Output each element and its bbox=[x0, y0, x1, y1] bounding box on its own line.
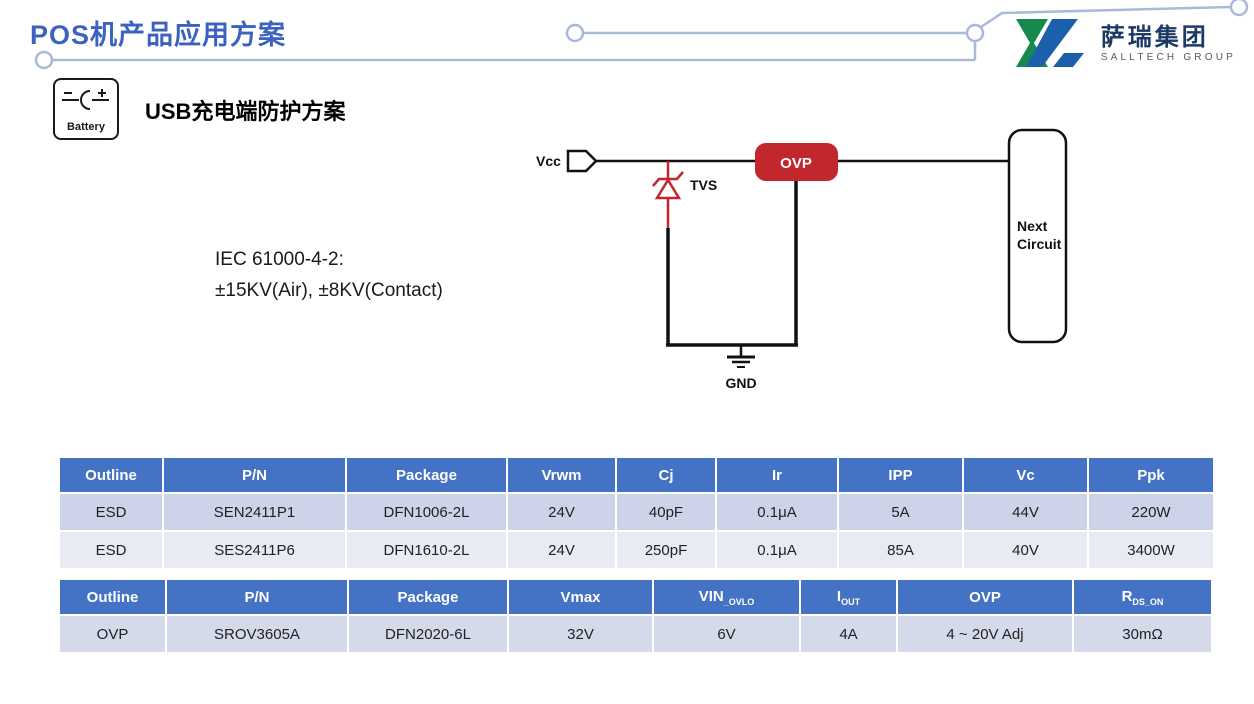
table-cell: 40pF bbox=[617, 494, 715, 530]
ovp-block: OVP bbox=[755, 143, 838, 181]
table-cell: SROV3605A bbox=[167, 616, 347, 652]
tvs-label: TVS bbox=[690, 177, 717, 193]
tvs-diode-icon bbox=[652, 171, 684, 200]
vcc-label: Vcc bbox=[536, 153, 561, 169]
column-header: VIN_OVLO bbox=[654, 580, 799, 614]
column-header: IOUT bbox=[801, 580, 896, 614]
table-cell: 32V bbox=[509, 616, 652, 652]
heading-rest: 充电端防护方案 bbox=[191, 99, 346, 124]
column-header: Vc bbox=[964, 458, 1087, 492]
table-cell: DFN2020-6L bbox=[349, 616, 507, 652]
table-cell: 220W bbox=[1089, 494, 1213, 530]
column-header: Package bbox=[349, 580, 507, 614]
section-heading: USB充电端防护方案 bbox=[145, 94, 345, 126]
table-cell: 3400W bbox=[1089, 532, 1213, 568]
column-header: Vmax bbox=[509, 580, 652, 614]
table-cell: 250pF bbox=[617, 532, 715, 568]
column-header: RDS_ON bbox=[1074, 580, 1211, 614]
vcc-connector-icon bbox=[566, 149, 598, 173]
heading-prefix: USB bbox=[145, 99, 192, 124]
table-cell: SES2411P6 bbox=[164, 532, 345, 568]
table-cell: 40V bbox=[964, 532, 1087, 568]
next-circuit-label-line2: Circuit bbox=[1017, 236, 1062, 252]
column-header: Ir bbox=[717, 458, 837, 492]
iec-line2: ±15KV(Air), ±8KV(Contact) bbox=[215, 280, 443, 302]
table-cell: 24V bbox=[508, 494, 615, 530]
column-header: Cj bbox=[617, 458, 715, 492]
table-cell: 6V bbox=[654, 616, 799, 652]
iec-line1: IEC 61000-4-2: bbox=[215, 249, 344, 270]
logo-name-zh: 萨瑞集团 bbox=[1100, 23, 1209, 51]
column-header: Outline bbox=[60, 458, 162, 492]
column-header: Outline bbox=[60, 580, 165, 614]
logo-name-en: SALLTECH GROUP bbox=[1100, 51, 1236, 63]
column-header: P/N bbox=[167, 580, 347, 614]
table-cell: 0.1μA bbox=[717, 532, 837, 568]
table-cell: 24V bbox=[508, 532, 615, 568]
table-cell: OVP bbox=[60, 616, 165, 652]
table-cell: 4 ~ 20V Adj bbox=[898, 616, 1072, 652]
table-cell: ESD bbox=[60, 494, 162, 530]
table-cell: 30mΩ bbox=[1074, 616, 1211, 652]
table-cell: SEN2411P1 bbox=[164, 494, 345, 530]
battery-icon: Battery bbox=[53, 78, 119, 140]
logo-mark-icon bbox=[1015, 19, 1084, 67]
column-header: IPP bbox=[839, 458, 962, 492]
column-header: OVP bbox=[898, 580, 1072, 614]
battery-symbol-icon bbox=[62, 89, 109, 110]
ovp-label: OVP bbox=[780, 155, 812, 172]
iec-standard-text: IEC 61000-4-2: ±15KV(Air), ±8KV(Contact) bbox=[215, 244, 443, 307]
page-title: POS机产品应用方案 bbox=[30, 20, 287, 50]
table-cell: ESD bbox=[60, 532, 162, 568]
table-cell: 4A bbox=[801, 616, 896, 652]
company-logo: 萨瑞集团 SALLTECH GROUP bbox=[1013, 16, 1236, 72]
next-circuit-block: Next Circuit bbox=[1007, 128, 1068, 344]
battery-label: Battery bbox=[67, 121, 105, 133]
table-cell: 85A bbox=[839, 532, 962, 568]
table-cell: 5A bbox=[839, 494, 962, 530]
table-cell: DFN1610-2L bbox=[347, 532, 506, 568]
table-cell: 0.1μA bbox=[717, 494, 837, 530]
table-cell: DFN1006-2L bbox=[347, 494, 506, 530]
table-cell: 44V bbox=[964, 494, 1087, 530]
next-circuit-label-line1: Next bbox=[1017, 218, 1048, 234]
column-header: P/N bbox=[164, 458, 345, 492]
column-header: Ppk bbox=[1089, 458, 1213, 492]
column-header: Vrwm bbox=[508, 458, 615, 492]
column-header: Package bbox=[347, 458, 506, 492]
gnd-label: GND bbox=[725, 375, 756, 391]
ground-symbol-icon bbox=[727, 345, 755, 368]
